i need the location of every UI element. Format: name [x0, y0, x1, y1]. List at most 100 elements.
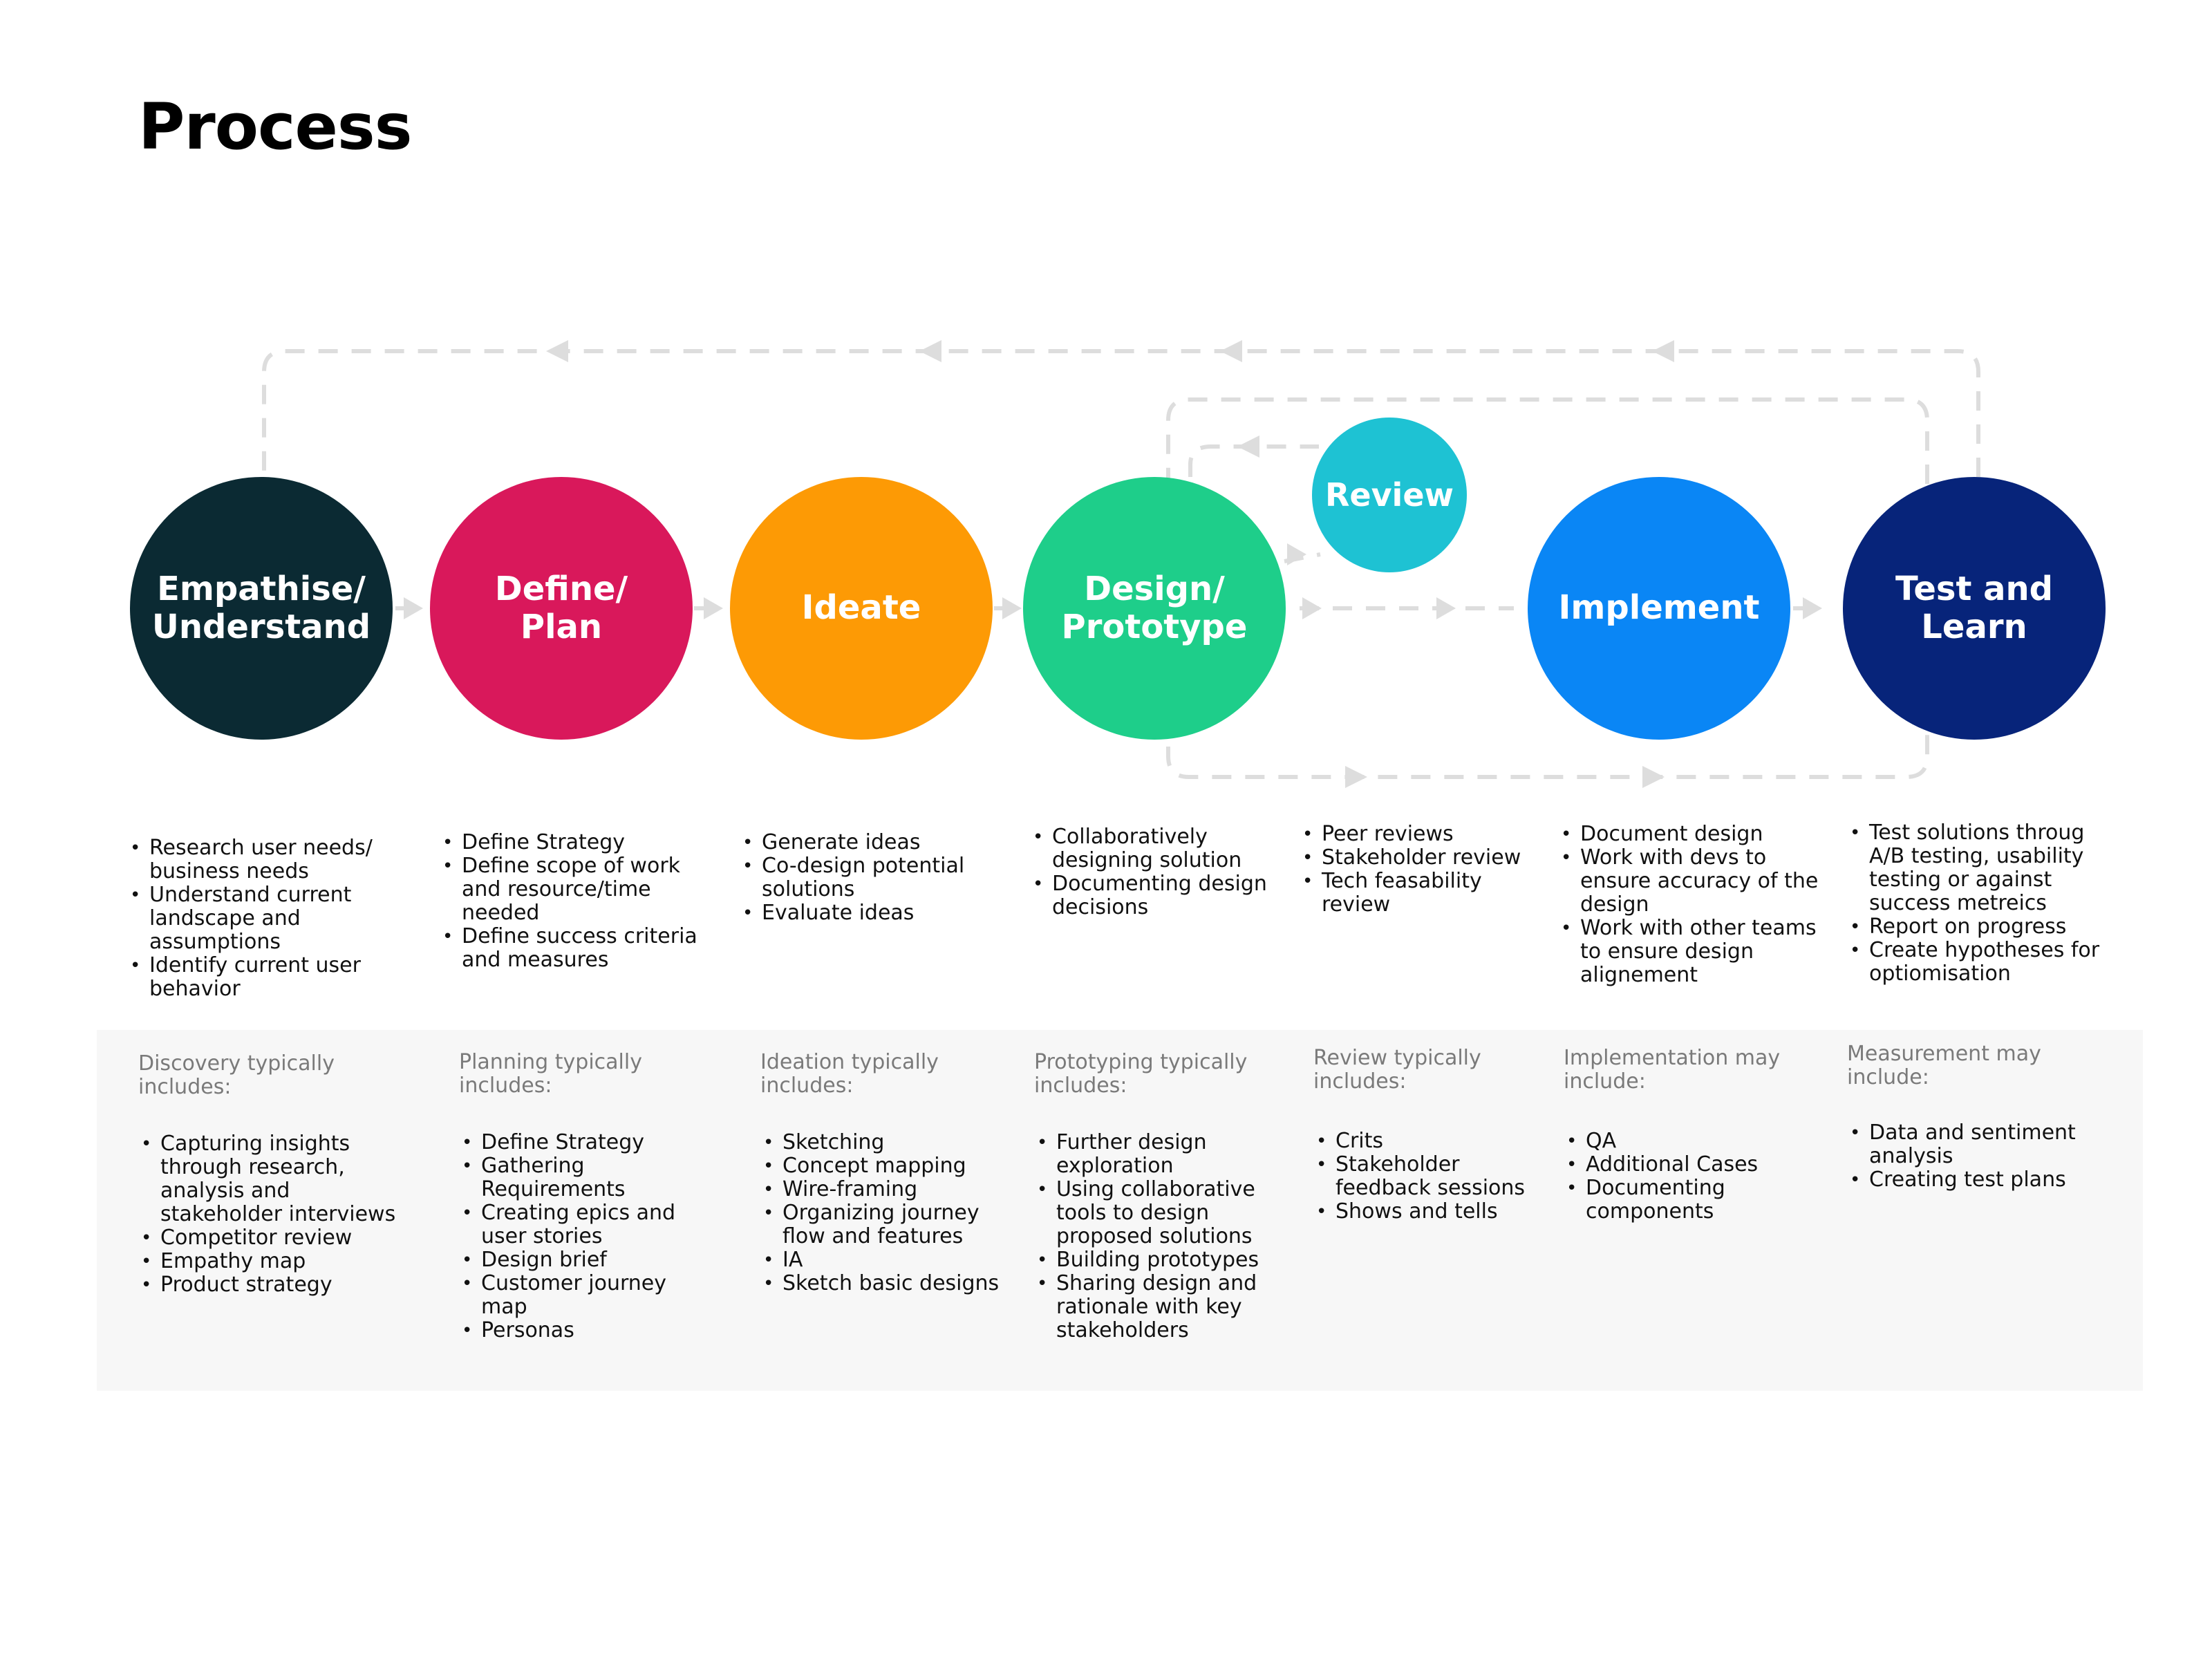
outer-loop-arrow-2 — [919, 340, 941, 362]
stage-review-label: Review — [1324, 476, 1454, 514]
list-item: Empathy map — [141, 1250, 401, 1274]
outer-loop-arrow-3 — [1220, 340, 1242, 362]
activities-implement: Document design Work with devs to ensure… — [1558, 823, 1821, 987]
activities-test: Test solutions throug A/B testing, usabi… — [1847, 821, 2124, 986]
list-item: Identify current user behavior — [130, 954, 397, 1001]
outer-loop-arrow-4 — [1652, 340, 1674, 362]
typical-heading: Review typically includes: — [1313, 1046, 1481, 1094]
list-item: Crits — [1316, 1130, 1541, 1154]
typical-discovery: Discovery typically includes: Capturing … — [138, 1052, 401, 1297]
list-item: Sharing design and rationale with key st… — [1037, 1272, 1283, 1342]
list-item: Sketch basic designs — [763, 1272, 1023, 1296]
stage-define-label: Define/ Plan — [494, 569, 628, 646]
define-to-ideate-arrow — [704, 597, 723, 619]
typical-measurement: Measurement may include: Data and sentim… — [1847, 1042, 2096, 1192]
list-item: Design brief — [462, 1248, 708, 1273]
ideate-to-design-arrow — [1002, 597, 1022, 619]
stage-review-circle: Review — [1312, 418, 1467, 572]
list-item: Shows and tells — [1316, 1200, 1541, 1224]
list-item: Generate ideas — [742, 831, 1002, 855]
activities-ideate: Generate ideas Co-design potential solut… — [740, 831, 1002, 926]
stage-define-circle: Define/ Plan — [430, 477, 693, 740]
bottom-loop-arrow-1 — [1345, 766, 1367, 788]
activities-review: Peer reviews Stakeholder review Tech fea… — [1300, 823, 1535, 917]
list-item: Additional Cases — [1566, 1153, 1799, 1177]
bottom-loop-arrow-2 — [1642, 766, 1665, 788]
list-item: Using collaborative tools to design prop… — [1037, 1178, 1283, 1248]
list-item: Personas — [462, 1319, 708, 1343]
review-loop-arrow — [1237, 435, 1259, 458]
list-item: Define Strategy — [462, 1131, 708, 1155]
stage-design-label: Design/ Prototype — [1061, 569, 1248, 646]
list-item: Define Strategy — [442, 831, 716, 855]
activities-empathise: Research user needs/ business needs Unde… — [127, 836, 397, 1001]
implement-to-test-arrow — [1803, 597, 1822, 619]
list-item: Product strategy — [141, 1273, 401, 1297]
feedback-loop-outer — [262, 349, 1980, 477]
review-loop-top — [1188, 444, 1319, 477]
activities-design: Collaboratively designing solution Docum… — [1030, 825, 1293, 919]
stage-design-circle: Design/ Prototype — [1023, 477, 1286, 740]
list-item: IA — [763, 1248, 1023, 1273]
activities-define: Define Strategy Define scope of work and… — [440, 831, 716, 972]
design-to-review-arrow — [1287, 543, 1306, 565]
list-item: Define success criteria and measures — [442, 925, 716, 972]
list-item: Co-design potential solutions — [742, 854, 1002, 901]
typical-heading: Measurement may include: — [1847, 1042, 2041, 1089]
list-item: Tech feasability review — [1302, 870, 1535, 917]
stage-ideate-label: Ideate — [801, 588, 921, 628]
bottom-loop — [1166, 724, 1929, 779]
design-to-implement-arrow-1 — [1302, 597, 1322, 619]
list-item: Customer journey map — [462, 1272, 708, 1319]
list-item: Capturing insights through research, ana… — [141, 1132, 401, 1226]
list-item: Organizing journey flow and features — [763, 1201, 1023, 1248]
list-item: Research user needs/ business needs — [130, 836, 397, 883]
list-item: Work with devs to ensure accuracy of the… — [1561, 846, 1821, 917]
stage-test-circle: Test and Learn — [1843, 477, 2106, 740]
list-item: Define scope of work and resource/time n… — [442, 854, 716, 925]
list-item: Creating epics and user stories — [462, 1201, 708, 1248]
list-item: Documenting design decisions — [1033, 872, 1293, 919]
stage-empathise-label: Empathise/ Understand — [151, 569, 371, 646]
list-item: Data and sentiment analysis — [1850, 1121, 2096, 1168]
typical-implementation: Implementation may include: QA Additiona… — [1564, 1047, 1799, 1224]
list-item: Documenting components — [1566, 1177, 1799, 1224]
list-item: Concept mapping — [763, 1154, 1023, 1179]
stage-test-label: Test and Learn — [1895, 569, 2054, 646]
list-item: Create hypotheses for optiomisation — [1850, 939, 2124, 986]
list-item: Evaluate ideas — [742, 901, 1002, 926]
list-item: Document design — [1561, 823, 1821, 847]
stage-ideate-circle: Ideate — [730, 477, 993, 740]
list-item: QA — [1566, 1130, 1799, 1154]
stage-implement-circle: Implement — [1528, 477, 1790, 740]
list-item: Creating test plans — [1850, 1168, 2096, 1192]
list-item: Peer reviews — [1302, 823, 1535, 847]
list-item: Report on progress — [1850, 915, 2124, 939]
stage-empathise-circle: Empathise/ Understand — [130, 477, 393, 740]
typical-review: Review typically includes: Crits Stakeho… — [1313, 1047, 1541, 1224]
list-item: Work with other teams to ensure design a… — [1561, 917, 1821, 987]
list-item: Gathering Requirements — [462, 1154, 708, 1201]
list-item: Collaboratively designing solution — [1033, 825, 1293, 872]
list-item: Understand current landscape and assumpt… — [130, 883, 397, 954]
typical-ideation: Ideation typically includes: Sketching C… — [760, 1050, 1023, 1296]
list-item: Wire-framing — [763, 1178, 1023, 1202]
feedback-loop-middle — [1166, 397, 1929, 484]
typical-heading: Prototyping typically includes: — [1034, 1050, 1248, 1098]
list-item: Further design exploration — [1037, 1131, 1283, 1178]
typical-prototyping: Prototyping typically includes: Further … — [1034, 1051, 1283, 1342]
typical-planning: Planning typically includes: Define Stra… — [459, 1051, 708, 1343]
typical-heading: Discovery typically includes: — [138, 1051, 335, 1099]
stage-implement-label: Implement — [1558, 588, 1760, 628]
typical-heading: Implementation may include: — [1564, 1046, 1781, 1094]
list-item: Test solutions throug A/B testing, usabi… — [1850, 821, 2124, 915]
list-item: Competitor review — [141, 1226, 401, 1250]
page-title: Process — [138, 90, 412, 164]
list-item: Building prototypes — [1037, 1248, 1283, 1273]
outer-loop-arrow-1 — [546, 340, 568, 362]
typical-heading: Ideation typically includes: — [760, 1050, 939, 1098]
list-item: Sketching — [763, 1131, 1023, 1155]
list-item: Stakeholder review — [1302, 846, 1535, 870]
design-to-implement-arrow-2 — [1436, 597, 1456, 619]
